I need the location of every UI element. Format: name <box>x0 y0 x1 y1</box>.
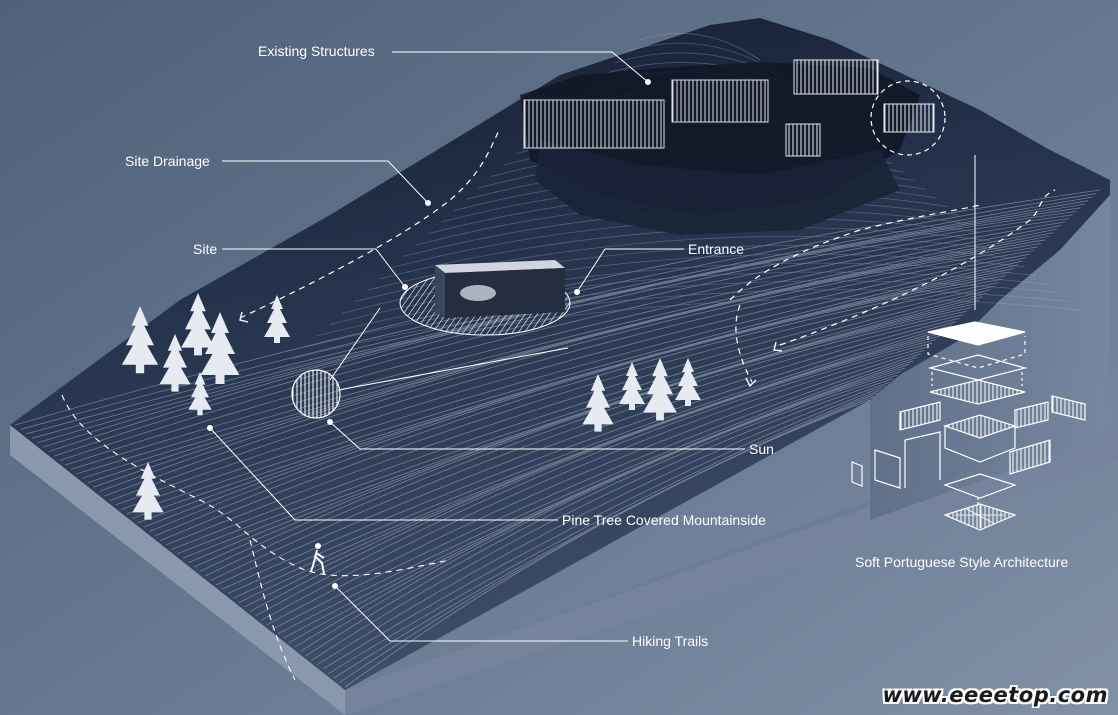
watermark-logo: www.eeeetop.com <box>882 683 1108 707</box>
label-site-drainage: Site Drainage <box>125 154 210 168</box>
label-site: Site <box>193 242 217 256</box>
label-hiking-trails: Hiking Trails <box>632 634 708 648</box>
entrance-building <box>435 260 565 318</box>
label-pine-tree-mountainside: Pine Tree Covered Mountainside <box>562 513 766 527</box>
sun-symbol <box>292 370 340 418</box>
label-existing-structures: Existing Structures <box>258 44 375 58</box>
label-architecture: Soft Portuguese Style Architecture <box>855 555 1068 569</box>
label-entrance: Entrance <box>688 242 744 256</box>
label-sun: Sun <box>749 442 774 456</box>
